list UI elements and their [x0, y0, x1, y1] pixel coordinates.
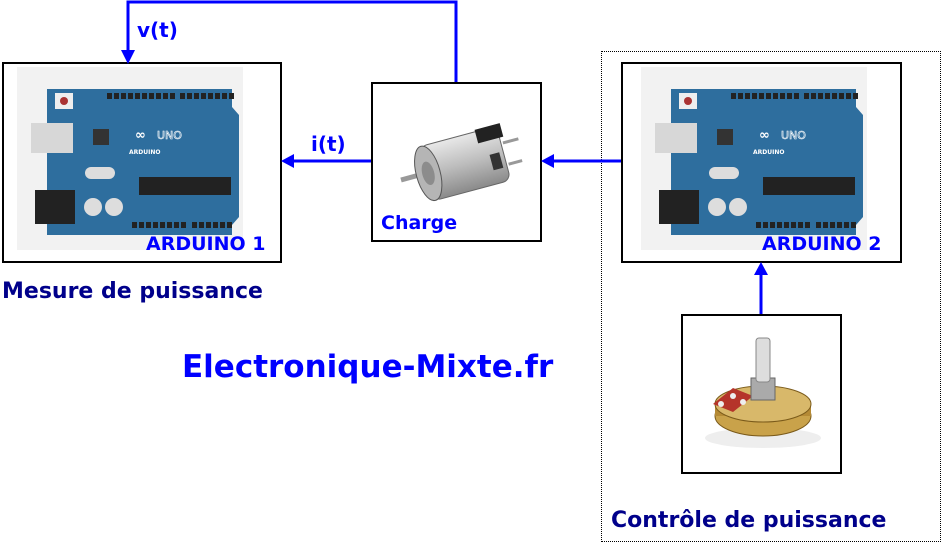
- load-box: [371, 82, 542, 242]
- svg-text:UNO: UNO: [781, 129, 806, 142]
- svg-text:UNO: UNO: [157, 129, 182, 142]
- arduino-1-box: ∞ UNO ARDUINO: [2, 62, 282, 263]
- arduino-2-box: ∞ UNO ARDUINO: [621, 62, 902, 263]
- svg-text:∞: ∞: [759, 128, 770, 143]
- arrow-head-icon: [754, 262, 768, 275]
- svg-text:ARDUINO: ARDUINO: [129, 149, 160, 156]
- arrow-head-icon: [281, 154, 294, 168]
- arduino-board-image: ∞ UNO ARDUINO: [641, 67, 867, 250]
- dc-motor-image: [400, 123, 523, 202]
- arduino-board-image: ∞ UNO ARDUINO: [17, 67, 243, 250]
- arduino-1-label: ARDUINO 1: [146, 233, 266, 255]
- control-region: [601, 51, 941, 542]
- svg-text:∞: ∞: [135, 128, 146, 143]
- load-label: Charge: [381, 212, 458, 234]
- arrow-head-icon: [121, 50, 135, 64]
- watermark: Electronique-Mixte.fr: [182, 349, 554, 385]
- arduino-2-label: ARDUINO 2: [762, 233, 882, 255]
- measure-section-title: Mesure de puissance: [2, 279, 263, 304]
- control-section-title: Contrôle de puissance: [611, 508, 887, 533]
- voltage-label: v(t): [137, 18, 178, 42]
- potentiometer-image: [705, 337, 821, 448]
- arrow-head-icon: [541, 154, 554, 168]
- svg-text:ARDUINO: ARDUINO: [753, 149, 784, 156]
- current-label: i(t): [311, 132, 346, 156]
- voltage-wire: [126, 0, 458, 82]
- potentiometer-box: [681, 314, 842, 474]
